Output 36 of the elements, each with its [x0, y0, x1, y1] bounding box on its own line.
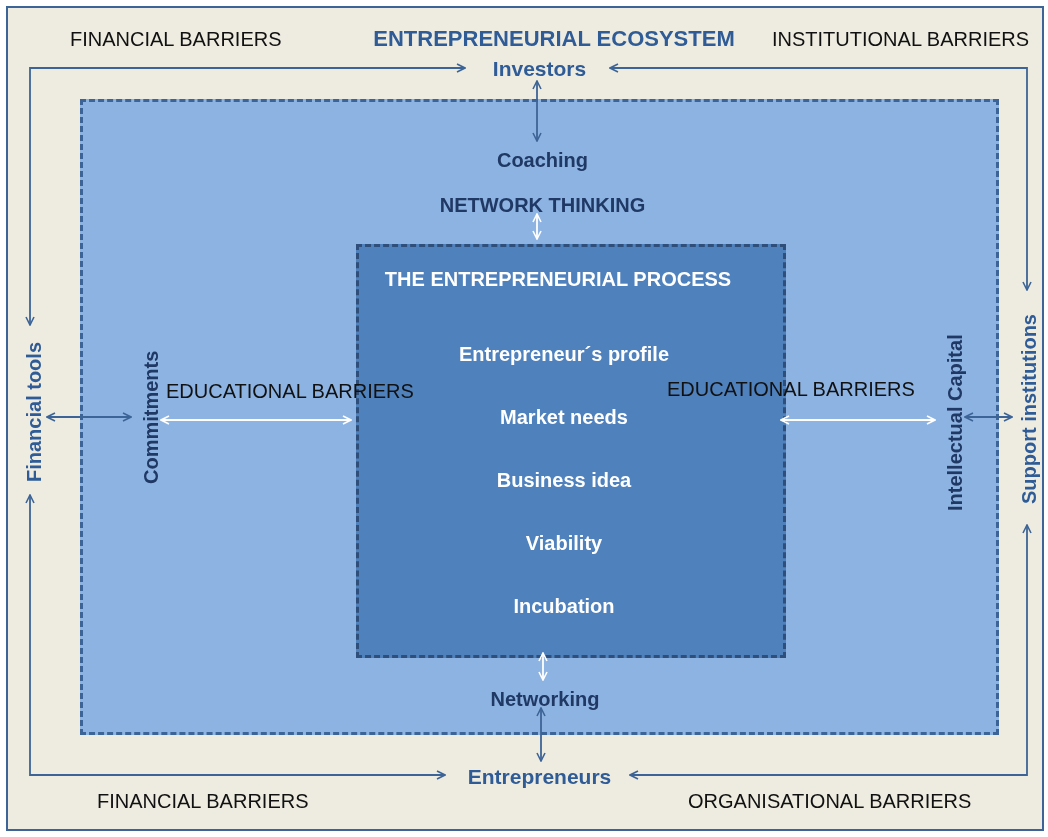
- double-arrow: [780, 415, 936, 425]
- networking-label: Networking: [465, 685, 625, 713]
- double-arrow: [538, 652, 548, 681]
- process-step: Business idea: [496, 468, 632, 492]
- ecosystem-frame: [6, 6, 1044, 831]
- commitments-label: Commitments: [136, 335, 166, 500]
- edge-label: ORGANISATIONAL BARRIERS: [688, 790, 972, 813]
- dashed-panel: [80, 99, 999, 735]
- edge-label: EDUCATIONAL BARRIERS: [667, 378, 915, 401]
- double-arrow: [25, 63, 466, 326]
- process-step: Entrepreneur´s profile: [459, 342, 669, 366]
- support-institutions-label: Support institutions: [1014, 292, 1044, 527]
- double-arrow: [532, 213, 542, 240]
- double-arrow: [629, 524, 1032, 780]
- double-arrow: [25, 494, 446, 780]
- edge-label: INSTITUTIONAL BARRIERS: [772, 28, 1030, 51]
- entrepreneurs-label: Entrepreneurs: [447, 763, 632, 791]
- process-step: Incubation: [513, 594, 615, 618]
- ecosystem-title: ENTREPRENEURIAL ECOSYSTEM: [373, 26, 735, 52]
- intellectual-capital-label: Intellectual Capital: [940, 315, 970, 530]
- double-arrow: [536, 707, 546, 762]
- double-arrow: [46, 412, 132, 422]
- double-arrow: [160, 415, 352, 425]
- edge-label: FINANCIAL BARRIERS: [70, 28, 282, 51]
- process-step: Viability: [525, 531, 603, 555]
- edge-label: FINANCIAL BARRIERS: [97, 790, 309, 813]
- coaching-label: Coaching: [470, 146, 615, 174]
- edge-label: EDUCATIONAL BARRIERS: [166, 380, 414, 403]
- network-thinking-label: NETWORK THINKING: [410, 191, 675, 219]
- double-arrow: [532, 80, 542, 142]
- investors-label: Investors: [467, 55, 612, 83]
- financial-tools-label: Financial tools: [19, 327, 49, 497]
- double-arrow: [964, 412, 1013, 422]
- process-step: Market needs: [500, 405, 628, 429]
- double-arrow: [609, 63, 1032, 291]
- process-title: THE ENTREPRENEURIAL PROCESS: [384, 267, 732, 291]
